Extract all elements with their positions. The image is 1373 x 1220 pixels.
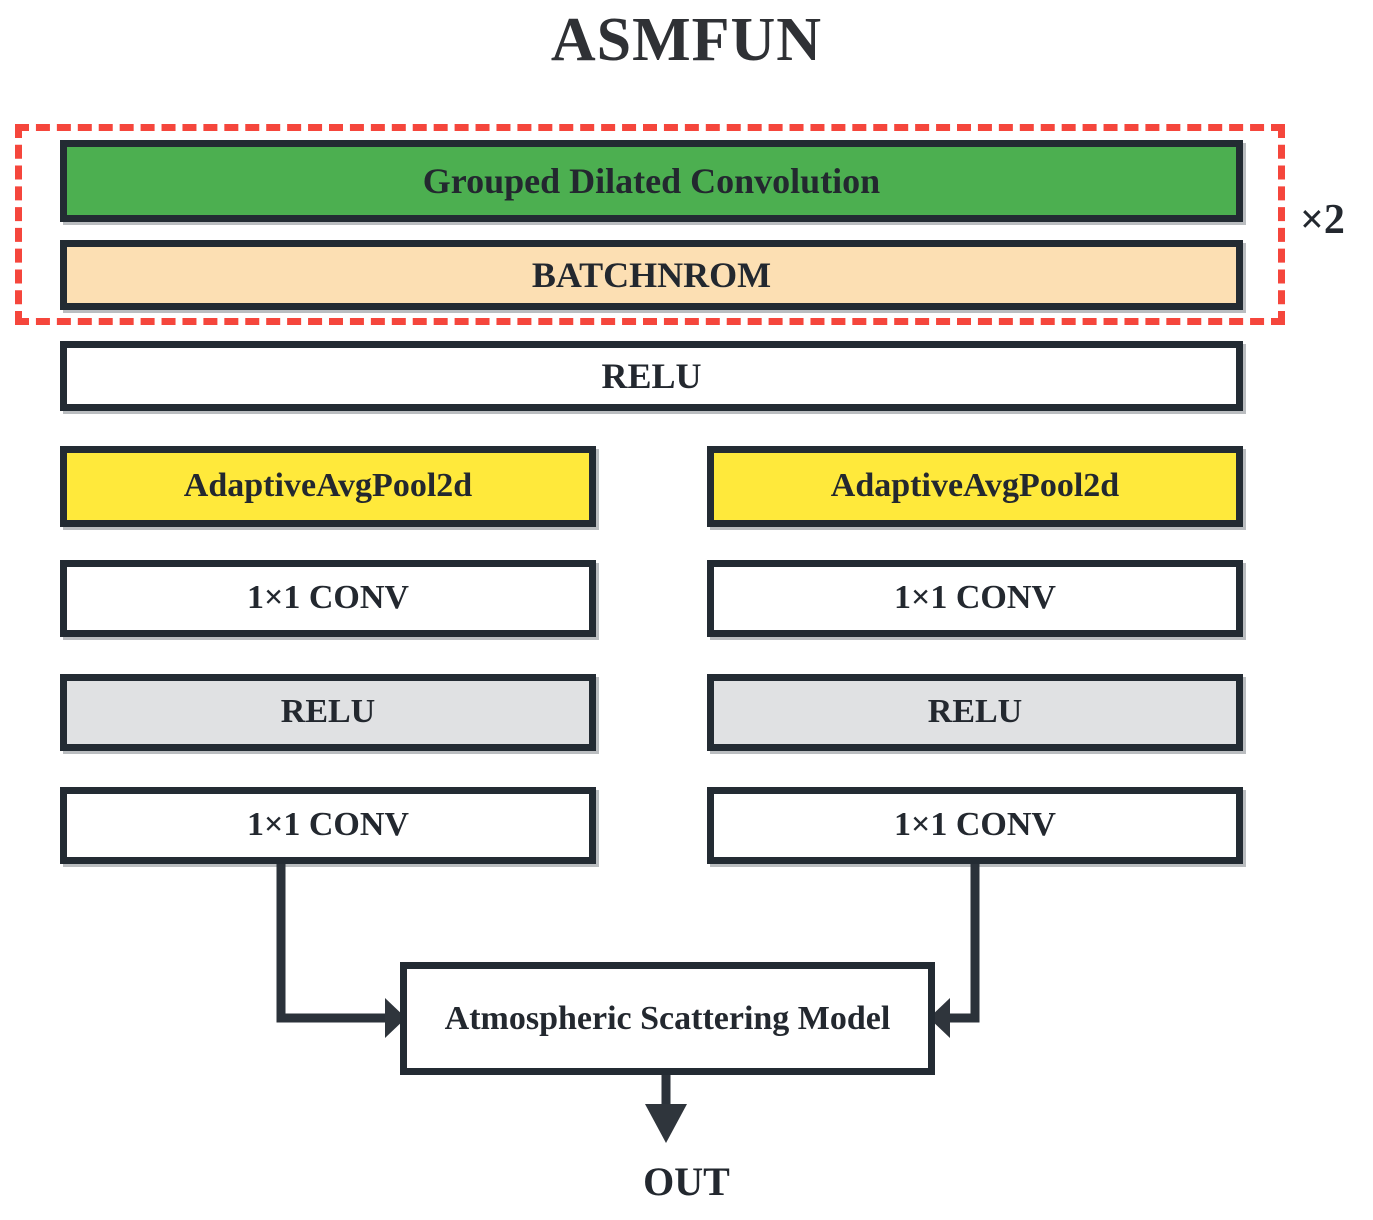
block-left-conv-1[interactable]: 1×1 CONV <box>60 560 596 637</box>
block-left-adaptiveavgpool2d[interactable]: AdaptiveAvgPool2d <box>60 446 596 527</box>
block-right-relu[interactable]: RELU <box>707 674 1243 751</box>
block-right-conv-2[interactable]: 1×1 CONV <box>707 787 1243 864</box>
block-relu-shared[interactable]: RELU <box>60 341 1243 411</box>
block-left-relu[interactable]: RELU <box>60 674 596 751</box>
block-left-conv-2[interactable]: 1×1 CONV <box>60 787 596 864</box>
right-connector-line <box>950 864 980 1023</box>
repeat-count-badge: ×2 <box>1300 197 1345 243</box>
page-title: ASMFUN <box>550 6 823 74</box>
left-connector-line <box>276 864 385 1023</box>
block-atmospheric-scattering-model[interactable]: Atmospheric Scattering Model <box>400 962 935 1075</box>
block-grouped-dilated-convolution[interactable]: Grouped Dilated Convolution <box>60 140 1243 222</box>
block-batchnorm[interactable]: BATCHNROM <box>60 240 1243 310</box>
block-right-conv-1[interactable]: 1×1 CONV <box>707 560 1243 637</box>
output-label: OUT <box>643 1159 730 1204</box>
output-arrowhead-icon <box>645 1104 687 1143</box>
block-right-adaptiveavgpool2d[interactable]: AdaptiveAvgPool2d <box>707 446 1243 527</box>
